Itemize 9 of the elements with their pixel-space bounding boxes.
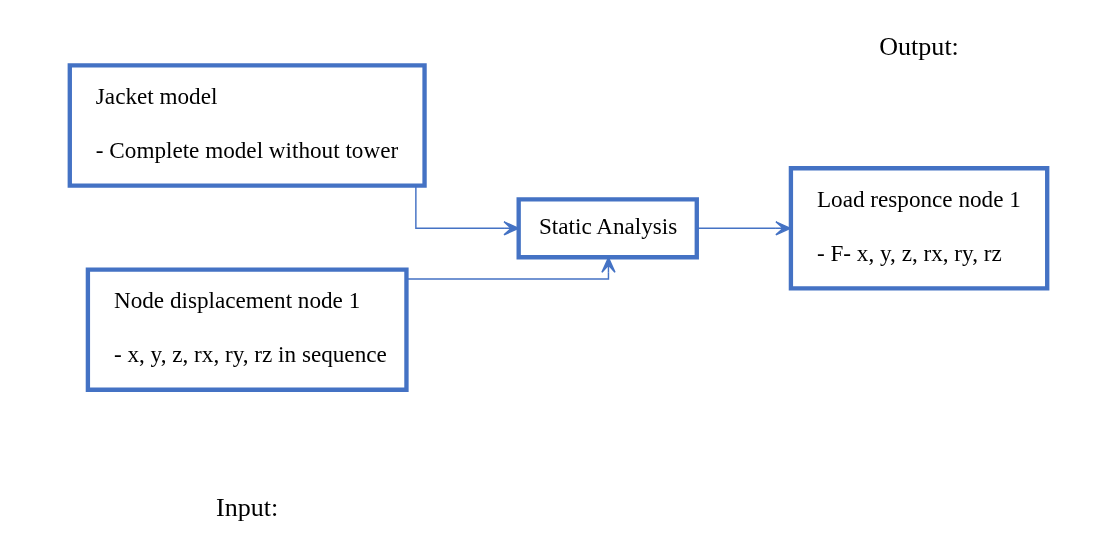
arrow [696,221,792,236]
label: Input: [216,492,279,522]
node-box: Static Analysis [516,197,699,260]
node-box: Jacket model - Complete model without tower [67,63,427,188]
arrow [415,185,520,236]
node-box: Node displacement node 1 - x, y, z, rx, ry, rz in sequence [85,267,409,392]
node-box: Load responce node 1 - F- x, y, z, rx, ry, rz [788,166,1050,291]
arrow [405,257,616,280]
label: Output: [879,32,959,62]
